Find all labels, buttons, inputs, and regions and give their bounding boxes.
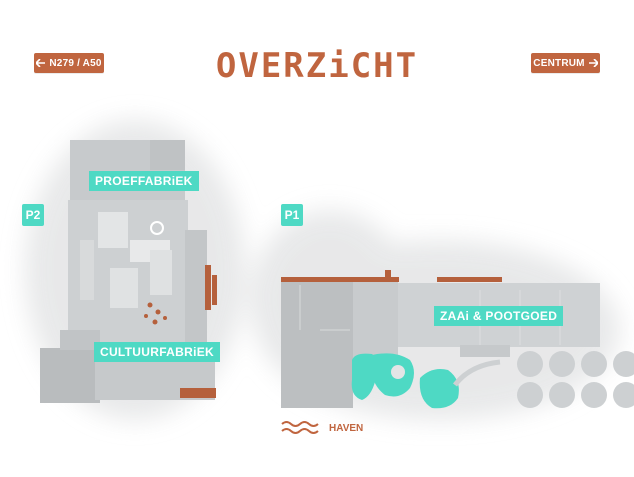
back-button[interactable]: N279 / A50 bbox=[34, 53, 104, 73]
centrum-button[interactable]: CENTRUM bbox=[531, 53, 600, 73]
label-proeffabriek[interactable]: PROEFFABRiEK bbox=[89, 171, 199, 191]
back-label: N279 / A50 bbox=[49, 57, 102, 69]
silos bbox=[517, 351, 634, 408]
parking-p1[interactable]: P1 bbox=[281, 204, 303, 226]
centrum-label: CENTRUM bbox=[533, 57, 585, 69]
arrow-right-icon bbox=[588, 59, 598, 67]
green-area bbox=[351, 353, 459, 409]
legend-haven: HAVEN bbox=[281, 420, 363, 436]
label-zaai-pootgoed[interactable]: ZAAi & POOTGOED bbox=[434, 306, 564, 326]
label-cultuurfabriek[interactable]: CULTUURFABRiEK bbox=[94, 342, 220, 362]
building-complex-left[interactable] bbox=[40, 140, 217, 403]
legend-haven-label: HAVEN bbox=[329, 422, 364, 434]
waves-icon bbox=[281, 421, 319, 434]
arrow-left-icon bbox=[36, 59, 46, 67]
parking-p2[interactable]: P2 bbox=[22, 204, 44, 226]
page-title: OVERZiCHT bbox=[215, 46, 419, 86]
building-complex-right[interactable] bbox=[281, 270, 600, 408]
